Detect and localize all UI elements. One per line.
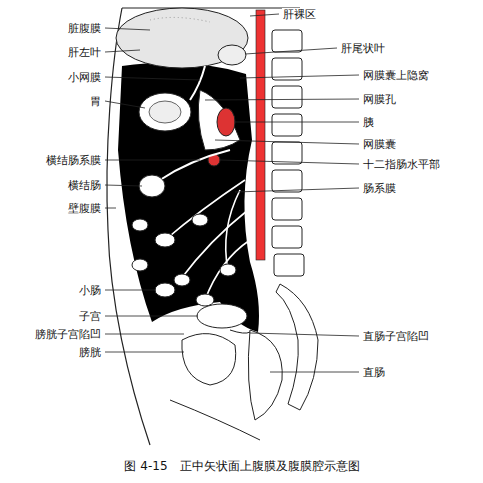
part-label: 网膜孔: [362, 93, 397, 106]
leader-line: [205, 99, 359, 100]
leader-line: [105, 334, 184, 335]
mesocolon: [160, 150, 230, 180]
part-label: 膀胱: [78, 346, 102, 359]
part-label: 网膜囊上隐窝: [362, 69, 430, 82]
leader-line: [250, 14, 279, 16]
leader-line: [220, 160, 359, 164]
part-label: 小网膜: [67, 71, 102, 84]
part-label: 膀胱子宫陷凹: [34, 328, 102, 341]
part-label: 胰: [362, 116, 375, 129]
pancreas: [217, 108, 235, 136]
peritoneal-cavity: [118, 62, 259, 332]
part-label: 小肠: [78, 284, 102, 297]
leader-line: [105, 208, 116, 209]
part-label: 横结肠: [67, 179, 102, 192]
rectum: [248, 330, 282, 420]
figure-caption: 图 4-15 正中矢状面上腹膜及腹膜腔示意图: [124, 458, 359, 475]
leader-line: [270, 372, 359, 373]
aorta: [256, 10, 265, 260]
part-label: 脏腹膜: [67, 22, 102, 35]
leader-line: [240, 75, 359, 78]
transverse-colon: [139, 175, 165, 197]
leader-line: [105, 160, 200, 161]
caudate-lobe: [218, 45, 246, 65]
part-label: 直肠子宫陷凹: [362, 330, 430, 343]
leader-line: [105, 77, 200, 80]
pouch: [230, 330, 250, 333]
part-label: 肠系膜: [362, 182, 397, 195]
leader-line: [105, 185, 142, 186]
leader-line: [235, 188, 359, 192]
uterus: [197, 304, 247, 328]
part-label: 肝裸区: [282, 8, 317, 21]
leader-line: [105, 101, 145, 108]
leader-line: [105, 290, 156, 291]
bladder: [182, 334, 236, 385]
mesentery: [165, 180, 250, 300]
part-label: 网膜囊: [362, 138, 397, 151]
leader-line: [105, 352, 184, 353]
part-label: 肝左叶: [67, 46, 102, 59]
leader-line: [215, 140, 359, 144]
leader-line: [105, 28, 150, 30]
stomach: [139, 93, 191, 131]
leader-line: [245, 48, 337, 54]
part-label: 胃: [89, 95, 102, 108]
leader-line: [250, 333, 359, 336]
body-outline: [122, 8, 300, 9]
small-intestine: [132, 214, 236, 306]
leader-line: [105, 316, 198, 317]
pelvic-floor: [170, 400, 260, 440]
leader-line: [105, 50, 140, 52]
part-label: 直肠: [362, 366, 386, 379]
liver-texture: [150, 17, 210, 22]
part-label: 子宫: [78, 310, 102, 323]
liver: [116, 8, 248, 68]
part-label: 十二指肠水平部: [362, 158, 441, 171]
part-label: 横结肠系膜: [45, 154, 102, 167]
part-label: 肝尾状叶: [340, 42, 386, 55]
leader-line: [234, 122, 359, 123]
omental-bursa: [198, 90, 240, 150]
part-label: 壁腹膜: [67, 202, 102, 215]
stomach-inner: [149, 101, 181, 123]
